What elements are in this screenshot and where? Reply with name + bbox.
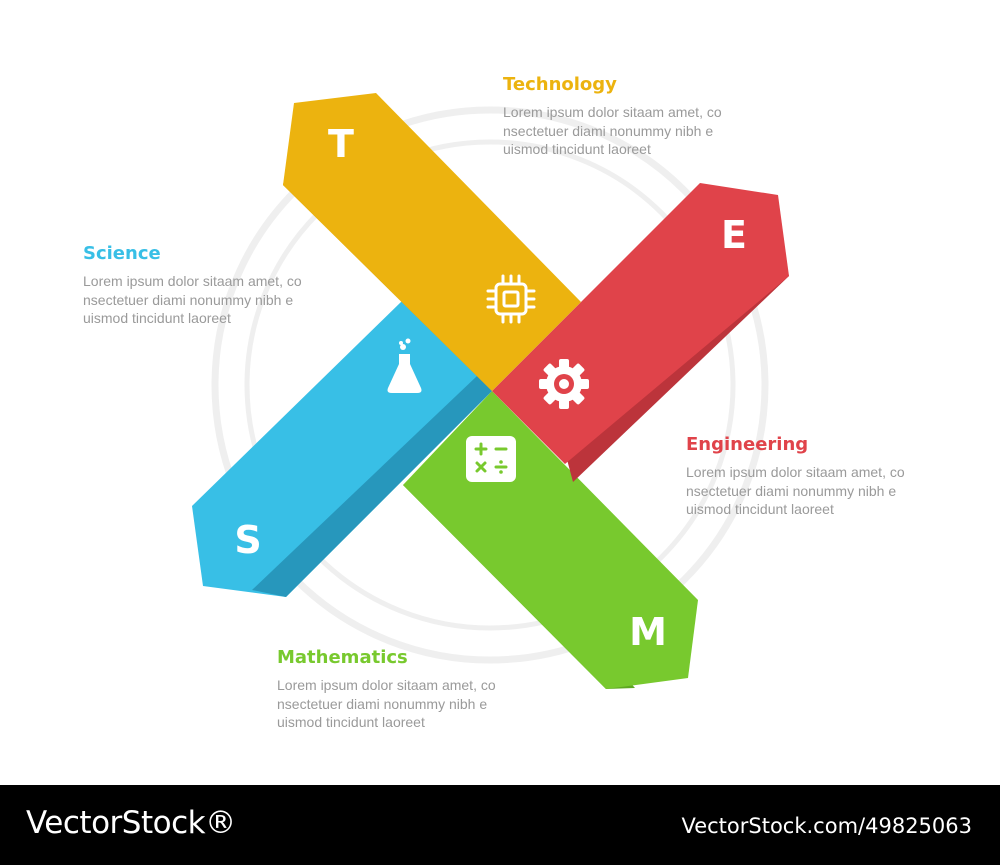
- technology-desc-line-3: uismod tincidunt laoreet: [503, 141, 651, 157]
- science-letter: S: [234, 518, 261, 562]
- technology-title: Technology: [503, 74, 617, 95]
- engineering-desc-line-1: Lorem ipsum dolor sitaam amet, co: [686, 464, 905, 480]
- science-label: Science Lorem ipsum dolor sitaam amet, c…: [83, 243, 323, 328]
- science-desc-line-3: uismod tincidunt laoreet: [83, 310, 231, 326]
- calculator-icon: [466, 436, 516, 482]
- technology-arm-face: [283, 93, 581, 391]
- science-arm-side: [252, 376, 492, 597]
- cpu-chip-icon: [486, 274, 536, 324]
- stock-image-url: VectorStock.com/49825063: [681, 814, 972, 838]
- mathematics-desc-line-1: Lorem ipsum dolor sitaam amet, co: [277, 677, 496, 693]
- inner-ring: [244, 139, 736, 631]
- technology-description: Lorem ipsum dolor sitaam amet, co nsecte…: [503, 103, 743, 159]
- flask-icon: [387, 338, 422, 393]
- mathematics-label: Mathematics Lorem ipsum dolor sitaam ame…: [277, 647, 517, 732]
- technology-letter: T: [328, 122, 354, 166]
- watermark-footer: VectorStock® VectorStock.com/49825063: [0, 785, 1000, 865]
- mathematics-desc-line-3: uismod tincidunt laoreet: [277, 714, 425, 730]
- outer-ring: [211, 106, 769, 664]
- engineering-desc-line-2: nsectetuer diami nonummy nibh e: [686, 482, 897, 499]
- engineering-letter: E: [721, 213, 747, 257]
- mathematics-letter: M: [629, 610, 667, 654]
- science-description: Lorem ipsum dolor sitaam amet, co nsecte…: [83, 272, 323, 328]
- mathematics-description: Lorem ipsum dolor sitaam amet, co nsecte…: [277, 676, 517, 732]
- science-arm-face: [192, 301, 492, 597]
- science-desc-line-2: nsectetuer diami nonummy nibh e: [83, 291, 294, 308]
- engineering-desc-line-3: uismod tincidunt laoreet: [686, 501, 834, 517]
- science-arm: S: [192, 301, 492, 597]
- gear-icon: [539, 359, 589, 409]
- background-rings: [211, 106, 769, 664]
- technology-desc-line-2: nsectetuer diami nonummy nibh e: [503, 122, 714, 139]
- engineering-title: Engineering: [686, 434, 809, 455]
- vectorstock-logo: VectorStock®: [26, 805, 236, 841]
- mathematics-title: Mathematics: [277, 647, 408, 668]
- science-desc-line-1: Lorem ipsum dolor sitaam amet, co: [83, 273, 302, 289]
- technology-arm: T: [283, 93, 581, 391]
- engineering-label: Engineering Lorem ipsum dolor sitaam ame…: [686, 434, 926, 519]
- science-title: Science: [83, 243, 161, 264]
- technology-label: Technology Lorem ipsum dolor sitaam amet…: [503, 74, 743, 159]
- stem-cross-diagram: M E S T: [192, 93, 789, 689]
- technology-desc-line-1: Lorem ipsum dolor sitaam amet, co: [503, 104, 722, 120]
- mathematics-desc-line-2: nsectetuer diami nonummy nibh e: [277, 695, 488, 712]
- engineering-description: Lorem ipsum dolor sitaam amet, co nsecte…: [686, 463, 926, 519]
